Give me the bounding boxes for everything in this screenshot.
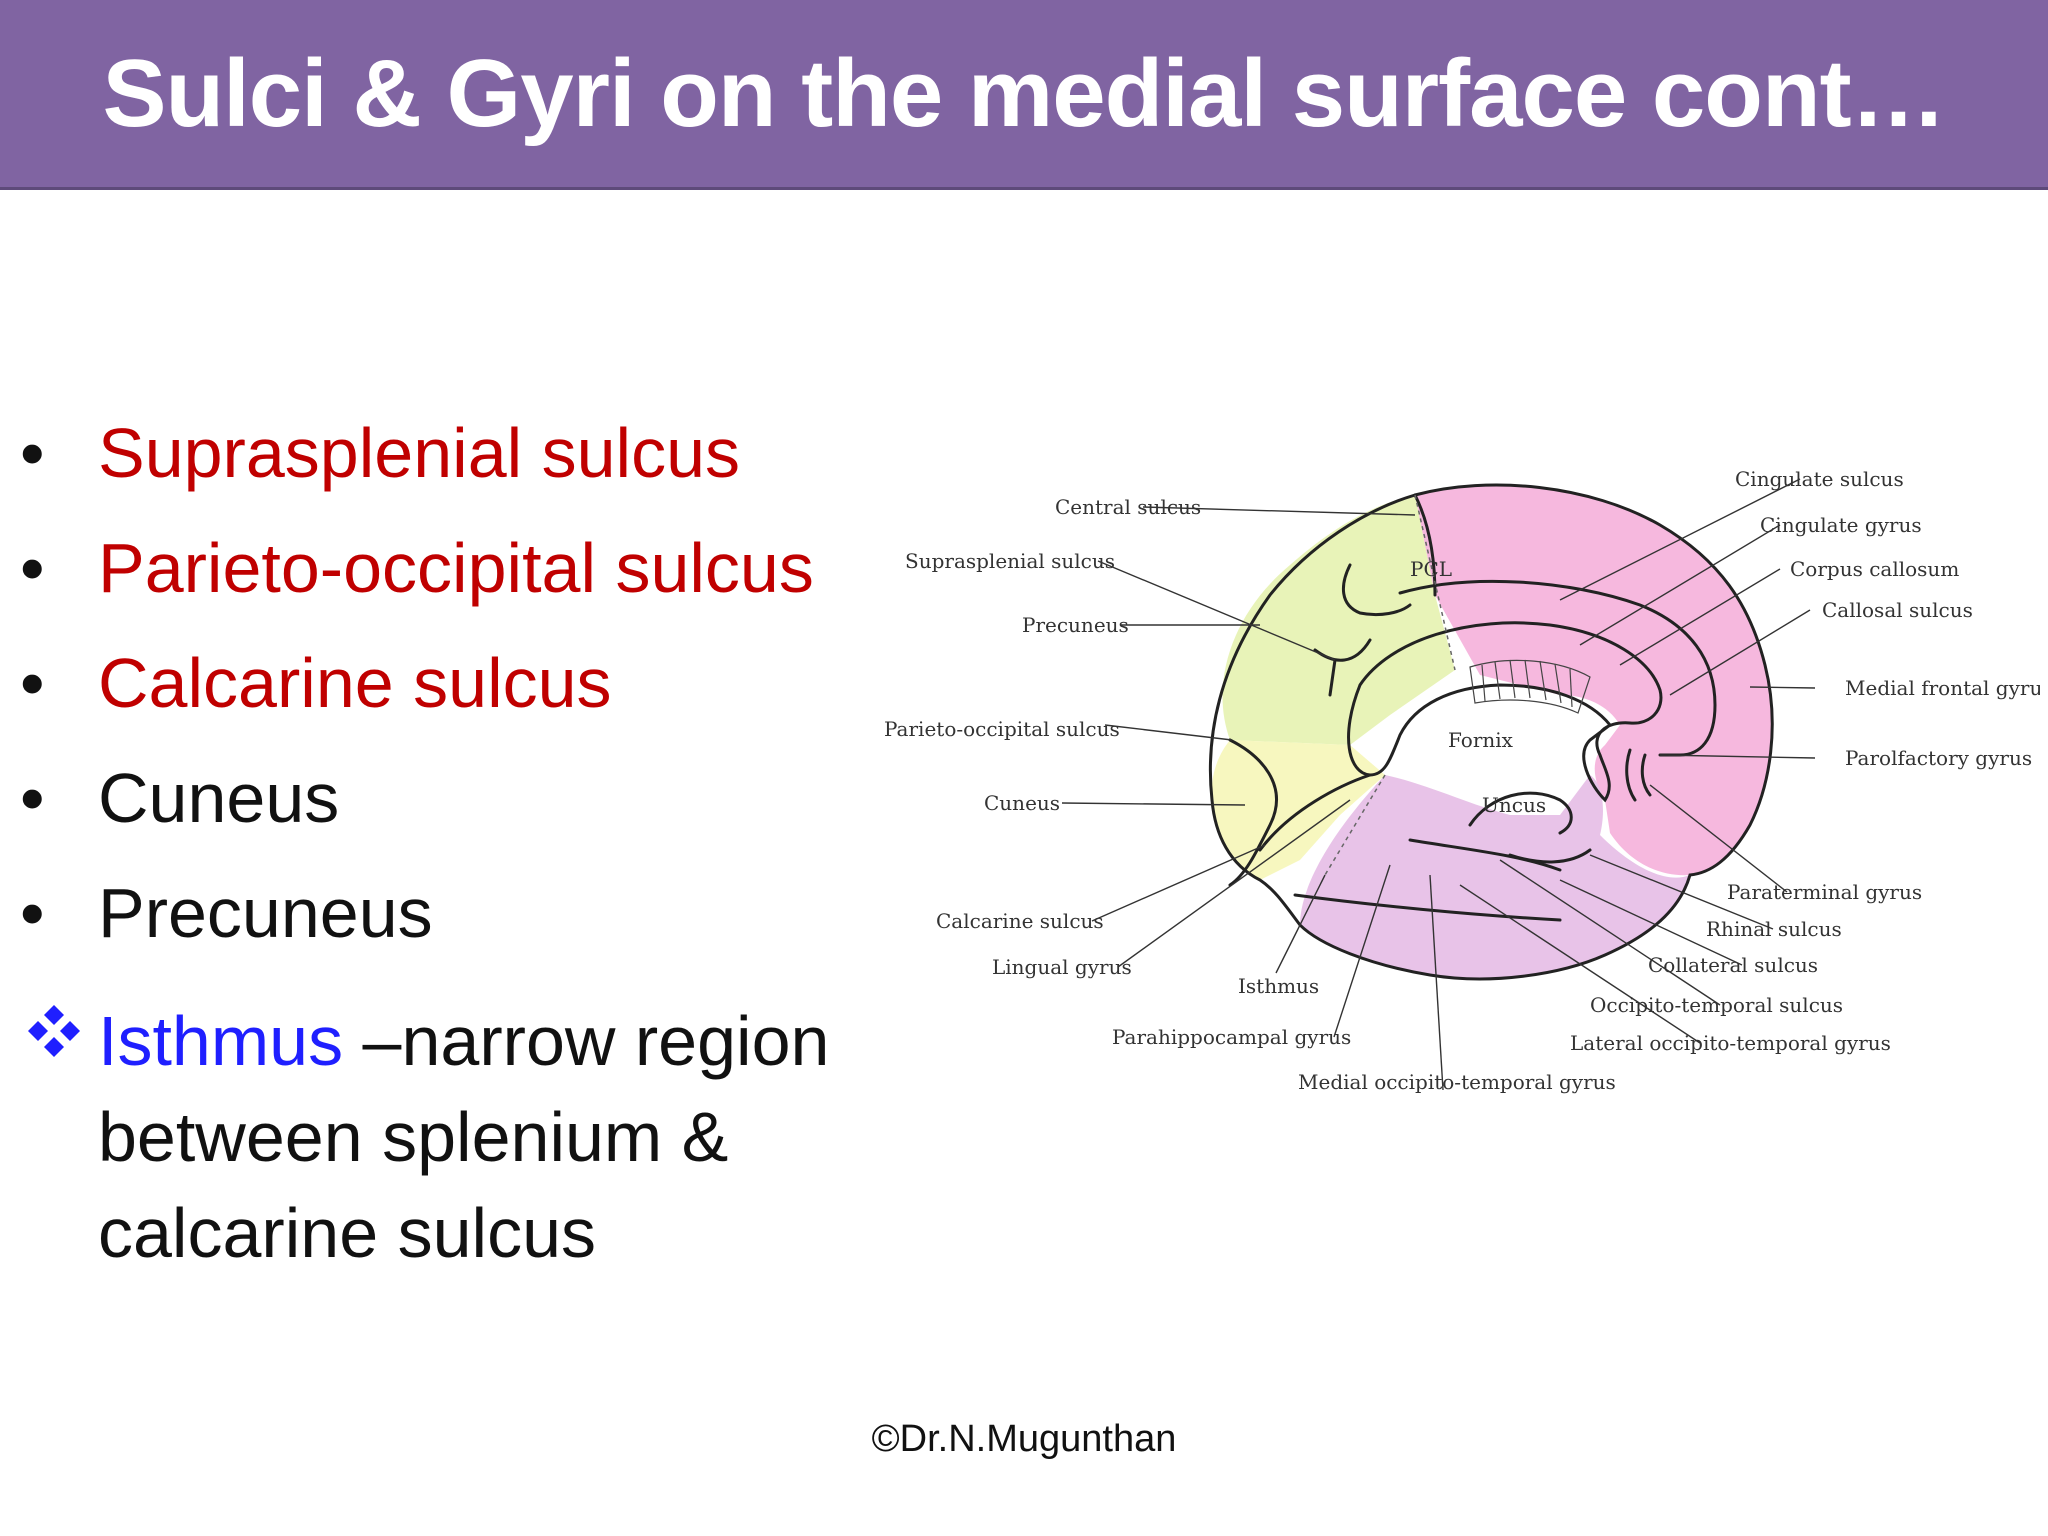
list-item: • Suprasplenial sulcus [20,418,900,533]
parolfactory-sulci [1625,748,1652,802]
bullet-text: Cuneus [98,759,340,837]
list-item: • Parieto-occipital sulcus [20,533,900,648]
bullet-dot: • [20,414,45,492]
temporal-region [1300,775,1690,979]
label-parieto-occipital-sulcus: Parieto-occipital sulcus [884,717,1120,741]
label-paraterminal-gyrus: Paraterminal gyrus [1727,880,1922,904]
label-calcarine-sulcus: Calcarine sulcus [936,909,1104,933]
slide-title: Sulci & Gyri on the medial surface cont… [102,39,1946,147]
leader-lines [1061,478,1816,1091]
bullet-dot: • [20,759,45,837]
isthmus-description: –narrow region between splenium & calcar… [98,1002,830,1272]
bullet-text: Calcarine sulcus [98,644,612,722]
list-item: • Precuneus [20,878,900,993]
occipital-region [1211,740,1385,880]
bullet-dot: • [20,644,45,722]
label-isthmus: Isthmus [1238,974,1319,998]
label-suprasplenial-sulcus: Suprasplenial sulcus [905,549,1115,573]
isthmus-dashed-border [1324,774,1386,876]
isthmus-item: Isthmus –narrow region between splenium … [20,993,900,1281]
bullet-dot: • [20,529,45,607]
parieto-occipital-sulcus-line [1228,738,1278,887]
list-item: • Cuneus [20,763,900,878]
label-medial-frontal-gyrus: Medial frontal gyrus [1845,676,2040,700]
label-cuneus: Cuneus [984,791,1060,815]
cingulate-sulcus-line [1398,579,1717,757]
bullet-text: Parieto-occipital sulcus [98,529,814,607]
brain-medial-surface-diagram: Central sulcus Suprasplenial sulcus Prec… [884,467,2040,1094]
label-rhinal-sulcus: Rhinal sulcus [1706,917,1842,941]
bullet-dot: • [20,874,45,952]
label-corpus-callosum: Corpus callosum [1790,557,1959,581]
brain-outline [1208,483,1774,981]
label-cingulate-sulcus: Cingulate sulcus [1735,467,1904,491]
fornix-hatching [1481,659,1573,708]
label-fornix: Fornix [1448,728,1514,752]
list-item: • Calcarine sulcus [20,648,900,763]
label-parolfactory-gyrus: Parolfactory gyrus [1845,746,2032,770]
label-callosal-sulcus: Callosal sulcus [1822,598,1973,622]
title-bar: Sulci & Gyri on the medial surface cont… [0,0,2048,190]
pcl-dashed-border [1414,494,1456,671]
label-occipito-temporal-sulcus: Occipito-temporal sulcus [1590,993,1843,1017]
copyright-footer: ©Dr.N.Mugunthan [871,1418,1177,1460]
label-parahippocampal-gyrus: Parahippocampal gyrus [1112,1025,1351,1049]
label-pcl: PCL [1410,557,1452,581]
calcarine-sulcus-line [1258,773,1372,852]
corpus-callosum [1347,621,1663,803]
parietal-region [1222,495,1455,745]
uncus-outline [1468,791,1573,835]
collateral-sulcus-line [1293,893,1562,922]
bullet-text: Precuneus [98,874,433,952]
diamond-cluster-icon [28,1005,80,1057]
pcl-sulcus-line [1341,563,1412,617]
label-collateral-sulcus: Collateral sulcus [1648,953,1818,977]
isthmus-term: Isthmus [98,1002,344,1080]
label-uncus: Uncus [1482,793,1546,817]
label-medial-occipito-temporal-gyrus: Medial occipito-temporal gyrus [1298,1070,1616,1094]
label-lateral-occipito-temporal-gyrus: Lateral occipito-temporal gyrus [1570,1031,1891,1055]
label-precuneus: Precuneus [1022,613,1129,637]
occipito-temporal-line [1408,838,1562,872]
label-lingual-gyrus: Lingual gyrus [992,955,1132,979]
label-cingulate-gyrus: Cingulate gyrus [1760,513,1922,537]
bullet-text: Suprasplenial sulcus [98,414,741,492]
bullet-list: • Suprasplenial sulcus • Parieto-occipit… [20,418,900,1281]
label-central-sulcus: Central sulcus [1055,495,1201,519]
central-sulcus-line [1413,493,1437,597]
isthmus-definition: Isthmus –narrow region between splenium … [98,993,900,1281]
